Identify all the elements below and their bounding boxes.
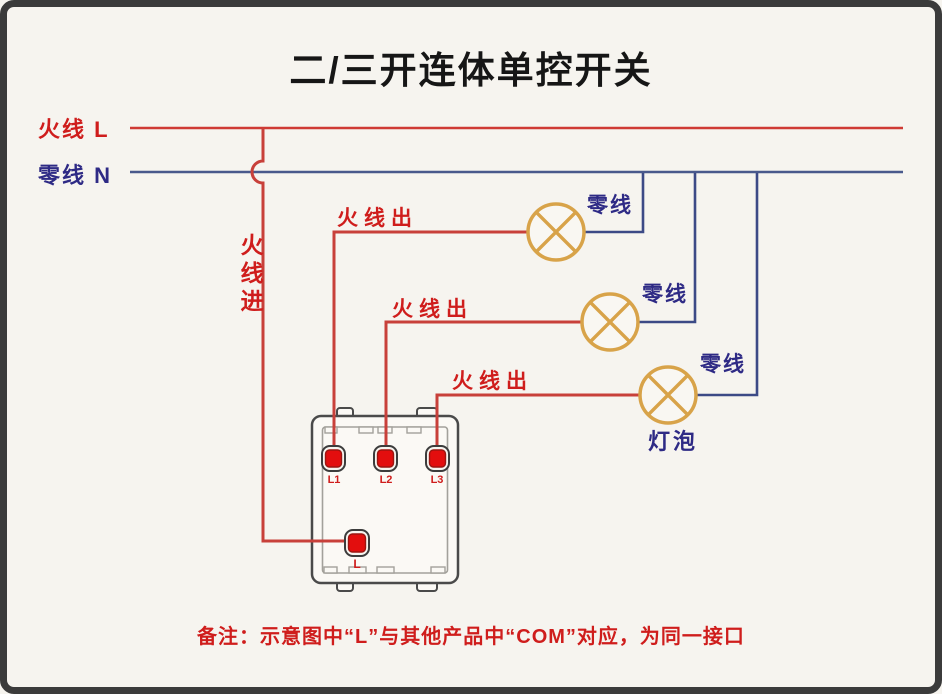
neutral-label-3: 零线	[700, 353, 746, 376]
live-out-label-2: 火线出	[392, 298, 473, 321]
live-out-label-3: 火线出	[452, 370, 533, 393]
neutral-wire-1	[584, 173, 645, 234]
neutral-wire-2	[638, 173, 697, 324]
lamp-icon-1	[526, 202, 586, 262]
lamp-icon-3	[638, 365, 698, 425]
terminal-l1: L1	[321, 445, 346, 486]
switch-terminals: L1 L2 L3 L	[321, 445, 450, 571]
live-bus-label: 火线 L	[38, 117, 110, 142]
live-out-wire-2	[384, 320, 582, 452]
live-in-wire	[250, 128, 352, 543]
terminal-l3-label: L3	[431, 474, 444, 486]
terminal-l3: L3	[425, 445, 450, 486]
live-in-label: 火线进	[237, 233, 263, 317]
neutral-label-1: 零线	[587, 194, 633, 217]
live-out-wire-1	[332, 230, 528, 452]
live-out-label-1: 火线出	[337, 207, 418, 230]
terminal-l2: L2	[373, 445, 398, 486]
terminal-l2-label: L2	[380, 474, 393, 486]
terminal-common-label: L	[353, 557, 360, 571]
switch-notches-bottom	[323, 566, 446, 574]
footnote: 备注：示意图中“L”与其他产品中“COM”对应，为同一接口	[197, 626, 745, 648]
neutral-bus-label: 零线 N	[38, 163, 113, 188]
neutral-label-2: 零线	[642, 283, 688, 306]
neutral-wire-3	[696, 173, 759, 397]
lamp-icon-2	[580, 292, 640, 352]
lamp-icons	[526, 202, 698, 425]
lamp-label: 灯泡	[648, 429, 699, 454]
terminal-common: L	[344, 529, 370, 571]
live-out-wire-3	[435, 393, 640, 452]
page-title: 二/三开连体单控开关	[289, 50, 653, 91]
terminal-l1-label: L1	[328, 474, 341, 486]
